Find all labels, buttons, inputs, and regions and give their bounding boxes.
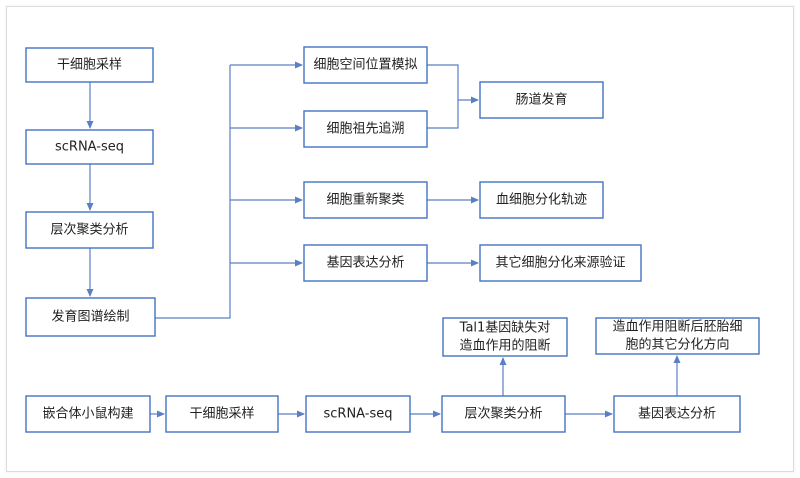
label-hier-cluster2: 层次聚类分析	[464, 406, 542, 422]
label-blood-traj: 血细胞分化轨迹	[496, 193, 587, 208]
box-stem-sampling2	[165, 395, 279, 433]
box-scrna-seq2	[305, 395, 411, 433]
label-stem-sampling2: 干细胞采样	[189, 407, 254, 422]
label-tal1-line2: 造血作用的阻断	[459, 338, 550, 354]
box-ancestor-trace	[303, 110, 428, 148]
label-gene-expr-top: 基因表达分析	[326, 256, 404, 271]
box-gut-dev	[479, 81, 604, 119]
box-stem-sampling	[25, 47, 154, 83]
label-spatial-sim: 细胞空间位置模拟	[313, 58, 417, 73]
label-recluster: 细胞重新聚类	[326, 192, 404, 208]
label-gene-expr2: 基因表达分析	[638, 407, 716, 422]
box-other-verify	[479, 244, 642, 282]
label-scrna-seq: scRNA-seq	[55, 140, 124, 155]
connectors	[86, 61, 681, 418]
box-tal1	[442, 317, 568, 357]
label-tal1-line1: Tal1基因缺失对	[459, 321, 551, 336]
box-hier-cluster	[25, 211, 154, 249]
box-hier-cluster2	[441, 395, 566, 433]
label-chimera: 嵌合体小鼠构建	[42, 407, 133, 422]
label-dev-map: 发育图谱绘制	[51, 309, 129, 325]
label-hier-cluster: 层次聚类分析	[50, 222, 128, 238]
box-scrna-seq	[25, 129, 154, 165]
box-gene-expr2	[613, 395, 741, 433]
label-hema-line1: 造血作用阻断后胚胎细	[612, 320, 742, 335]
box-recluster	[303, 181, 428, 219]
box-dev-map	[25, 297, 156, 337]
box-blood-traj	[479, 181, 604, 219]
label-ancestor-trace: 细胞祖先追溯	[326, 121, 404, 137]
box-spatial-sim	[303, 46, 428, 84]
label-stem-sampling: 干细胞采样	[57, 58, 122, 73]
box-hema-block	[595, 317, 760, 355]
label-hema-line2: 胞的其它分化方向	[625, 337, 729, 353]
box-chimera	[25, 395, 151, 433]
box-gene-expr-top	[303, 244, 428, 282]
merge-to-gut	[427, 64, 459, 129]
label-scrna-seq2: scRNA-seq	[324, 407, 393, 422]
branch-trunk	[155, 65, 231, 319]
label-gut-dev: 肠道发育	[515, 92, 567, 108]
label-other-verify: 其它细胞分化来源验证	[495, 255, 625, 271]
